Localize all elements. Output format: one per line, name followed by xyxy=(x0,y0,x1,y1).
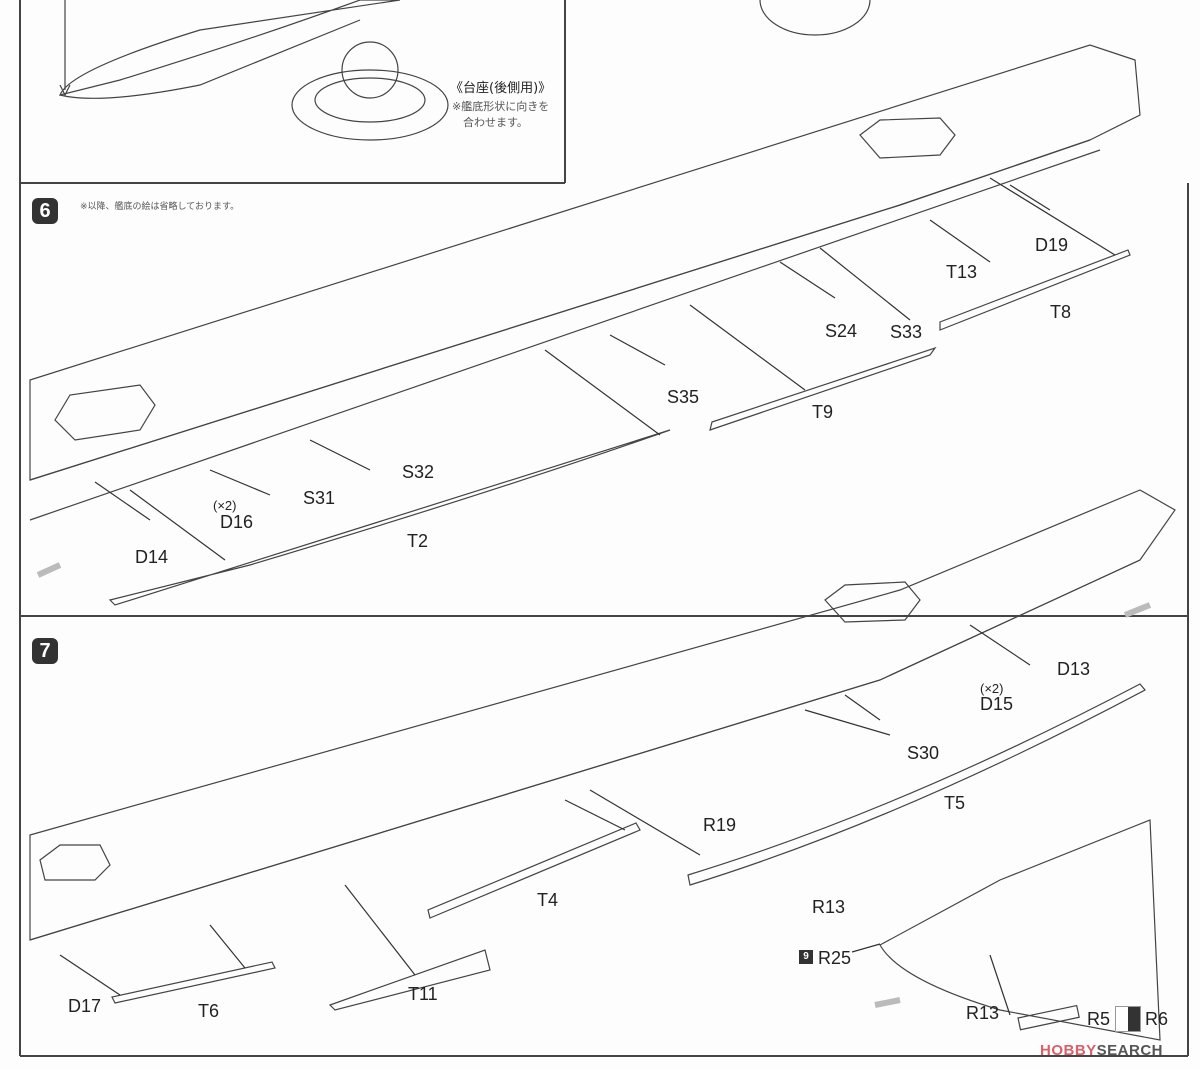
part-label-t6: T6 xyxy=(198,1001,220,1021)
direction-arrows xyxy=(36,562,1152,1008)
part-label-t5: T5 xyxy=(944,793,966,813)
part-label-r13-bottom: R13 xyxy=(966,1003,1000,1023)
part-label-d16: D16 xyxy=(220,512,254,532)
part-label-s31: S31 xyxy=(303,488,336,508)
watermark-part2: SEARCH xyxy=(1096,1042,1164,1059)
part-label-d15: D15 xyxy=(980,694,1014,714)
stand-note: ※艦底形状に向きを xyxy=(452,100,550,113)
part-label-s24: S24 xyxy=(825,321,858,341)
elevator-step7 xyxy=(824,581,921,623)
part-t8 xyxy=(939,249,1131,331)
step-6-badge: 6 xyxy=(32,198,58,224)
part-label-t11: T11 xyxy=(408,984,438,1004)
part-t9 xyxy=(709,346,937,431)
part-label-r5: R5 xyxy=(1087,1009,1111,1029)
part-label-d17: D17 xyxy=(68,996,102,1016)
part-label-t4: T4 xyxy=(537,890,559,910)
part-label-s32: S32 xyxy=(402,462,435,482)
part-label-r25: R25 xyxy=(818,948,852,968)
part-label-r13-top: R13 xyxy=(812,897,846,917)
step-7-badge: 7 xyxy=(32,638,58,664)
stand-ball xyxy=(341,41,399,99)
part-label-t13: T13 xyxy=(946,262,978,282)
part-label-t9: T9 xyxy=(812,402,834,422)
part-label-d13: D13 xyxy=(1057,659,1091,679)
elevator-aft xyxy=(54,384,156,441)
part-qty-d16: (×2) xyxy=(213,498,237,513)
part-label-s35: S35 xyxy=(667,387,700,407)
ship-step7-deck xyxy=(29,489,1176,941)
part-label-t2: T2 xyxy=(407,531,429,551)
part-t4 xyxy=(427,822,641,919)
stand-base xyxy=(291,69,449,141)
step-ref-badge: 9 xyxy=(799,950,813,964)
elevator-fwd xyxy=(859,117,956,159)
part-label-d19: D19 xyxy=(1035,235,1069,255)
stand-note-2: 合わせます。 xyxy=(463,116,528,129)
hull-bottom-view xyxy=(59,0,401,99)
watermark-logo: HOBBYSEARCH xyxy=(1040,1042,1163,1059)
part-label-d14: D14 xyxy=(135,547,169,567)
watermark-part1: HOBBY xyxy=(1040,1042,1097,1059)
part-label-s30: S30 xyxy=(907,743,940,763)
ship-bow-detail xyxy=(879,819,1161,1041)
step-6-note: ※以降、艦底の絵は省略しております。 xyxy=(80,202,240,212)
ship-step7-side xyxy=(29,559,1141,941)
part-label-s33: S33 xyxy=(890,322,923,342)
part-r5-r6 xyxy=(1017,1004,1080,1031)
part-t2 xyxy=(108,429,671,606)
part-t5 xyxy=(687,683,1146,886)
ship-step6-side xyxy=(29,139,1101,521)
part-qty-d15: (×2) xyxy=(980,681,1004,696)
part-label-t8: T8 xyxy=(1050,302,1072,322)
part-t6 xyxy=(111,961,276,1004)
part-label-r6: R6 xyxy=(1145,1009,1169,1029)
stand-title: 《台座(後側用)》 xyxy=(450,81,552,96)
part-label-r19: R19 xyxy=(703,815,737,835)
paint-color-icon xyxy=(1115,1006,1141,1032)
part-t11 xyxy=(328,949,491,1011)
